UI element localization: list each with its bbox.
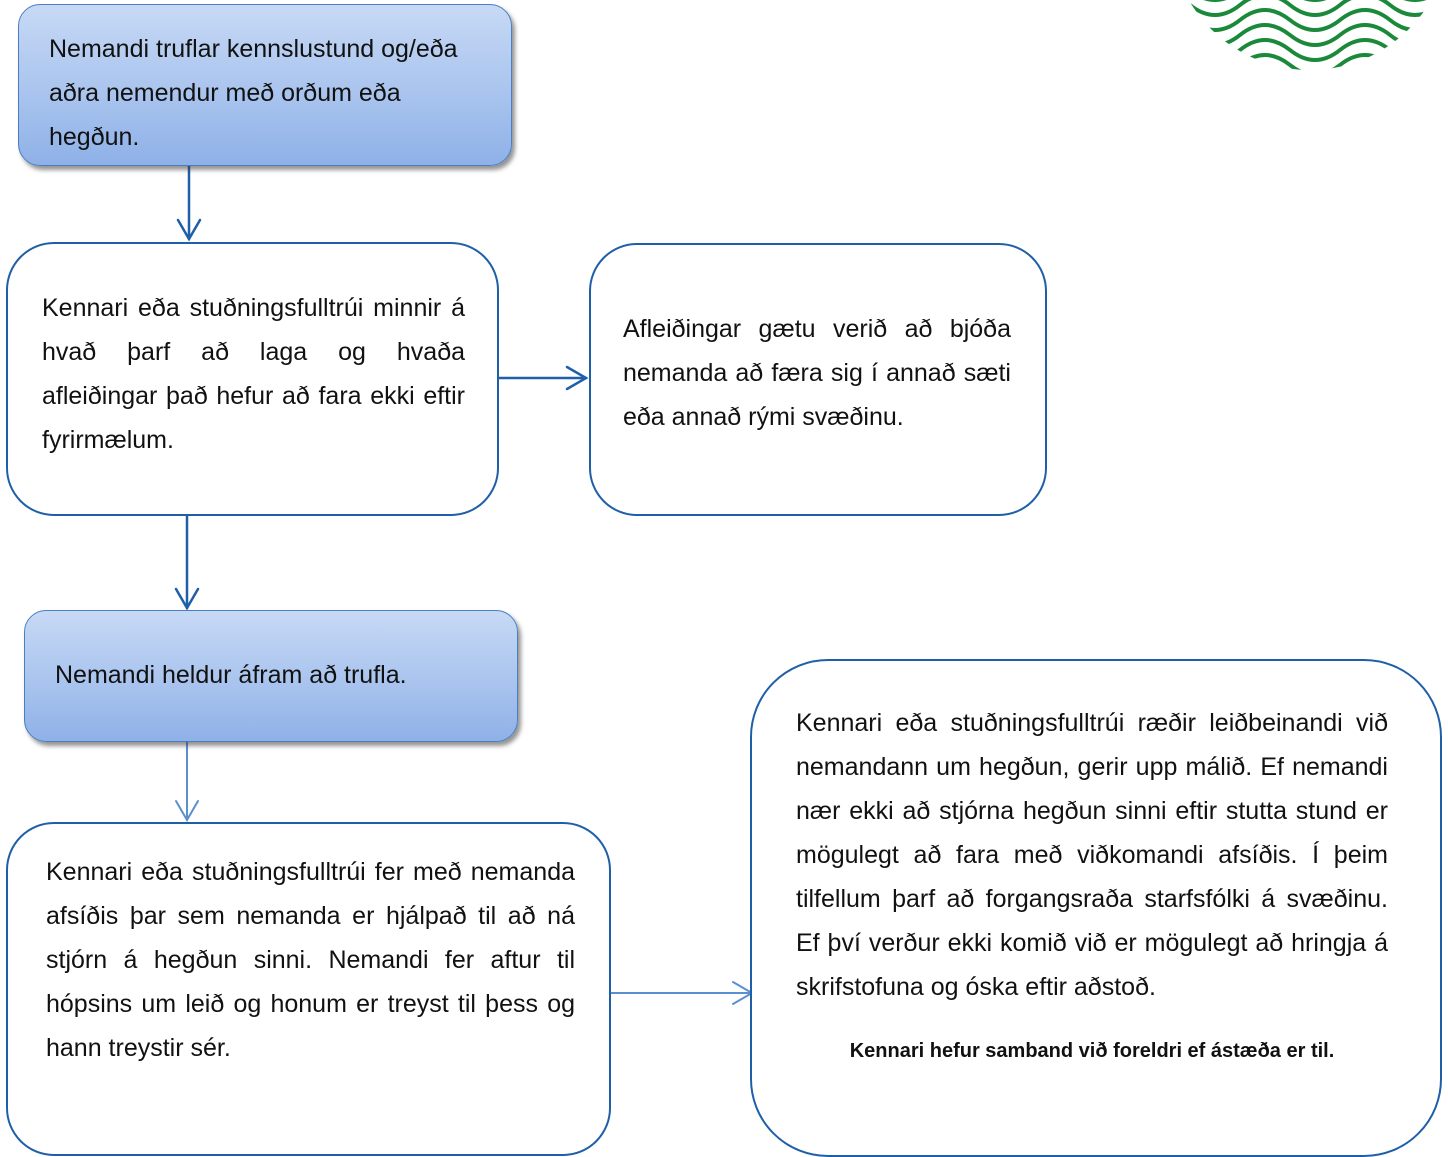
step1-text: Nemandi truflar kennslustund og/eða aðra… xyxy=(49,35,458,151)
green-wave-logo-icon xyxy=(1188,0,1448,70)
arrowhead-step2-to-side xyxy=(565,365,589,391)
step4-followup-text: Kennari eða stuðningsfulltrúi ræðir leið… xyxy=(796,709,1388,1001)
step2-consequence-text: Afleiðingar gætu verið að bjóða nemanda … xyxy=(623,315,1011,431)
step4-followup-box: Kennari eða stuðningsfulltrúi ræðir leið… xyxy=(750,659,1442,1157)
step4-box: Kennari eða stuðningsfulltrúi fer með ne… xyxy=(6,822,611,1156)
arrowhead-step1-to-step2 xyxy=(176,218,202,242)
step1-box: Nemandi truflar kennslustund og/eða aðra… xyxy=(18,4,512,166)
step3-text: Nemandi heldur áfram að trufla. xyxy=(55,661,407,689)
step4-text: Kennari eða stuðningsfulltrúi fer með ne… xyxy=(46,858,575,1062)
step2-text: Kennari eða stuðningsfulltrúi minnir á h… xyxy=(42,294,465,454)
arrowhead-step3-to-step4 xyxy=(175,800,199,822)
step2-box: Kennari eða stuðningsfulltrúi minnir á h… xyxy=(6,242,499,516)
step3-box: Nemandi heldur áfram að trufla. xyxy=(24,610,518,742)
parent-contact-note: Kennari hefur samband við foreldri ef ás… xyxy=(849,1040,1335,1062)
arrowhead-step2-to-step3 xyxy=(174,587,200,611)
step2-consequence-box: Afleiðingar gætu verið að bjóða nemanda … xyxy=(589,243,1047,516)
